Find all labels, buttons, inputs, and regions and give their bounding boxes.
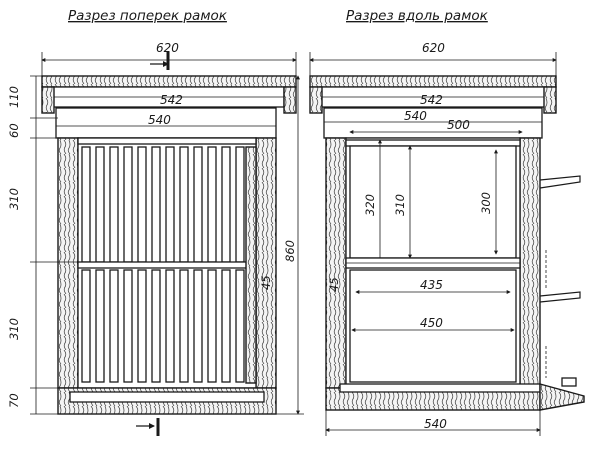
upper-frame-top xyxy=(345,139,521,147)
dim-right-roof-width: 542 xyxy=(420,93,443,107)
dim-right-mid-width: 435 xyxy=(420,278,443,292)
mid-entrance-board xyxy=(539,291,581,303)
dim-right-frame-320: 320 xyxy=(363,194,377,216)
landing-board xyxy=(539,383,585,411)
under-roof-left xyxy=(55,107,277,139)
under-roof-right xyxy=(323,107,543,139)
bottom-inner-left xyxy=(69,391,265,403)
cornice-right-b xyxy=(543,86,557,114)
dim-right-inner-width: 540 xyxy=(404,109,427,123)
body-wall-right-b xyxy=(519,137,541,389)
cornice-right-a xyxy=(309,86,323,114)
dim-left-side-wall: 45 xyxy=(259,275,273,290)
dim-left-overall-width: 620 xyxy=(156,41,179,55)
dim-right-bottom-width: 540 xyxy=(424,417,447,431)
bottom-inner-right xyxy=(339,383,541,393)
title-left: Разрез поперек рамок xyxy=(68,8,228,24)
top-bar-left xyxy=(77,137,257,145)
lower-frame xyxy=(349,269,517,383)
dim-left-inner-width: 540 xyxy=(148,113,171,127)
cornice-left-b xyxy=(283,86,297,114)
dim-right-frame-300: 300 xyxy=(479,192,493,214)
dim-left-h-110: 110 xyxy=(7,86,21,108)
upper-frame xyxy=(349,145,517,259)
entrance-plug xyxy=(561,377,577,387)
body-wall-left-a xyxy=(57,137,79,389)
right-section-view: 620 542 540 500 320 310 300 435 450 45 xyxy=(309,41,585,436)
dim-left-h-70: 70 xyxy=(7,393,21,408)
dim-left-roof-width: 542 xyxy=(160,93,183,107)
body-wall-left-b xyxy=(255,137,277,389)
insert-board-left xyxy=(245,146,257,384)
dim-right-frame-width: 500 xyxy=(447,118,470,132)
body-wall-right-a xyxy=(325,137,347,389)
dim-right-frame-310: 310 xyxy=(393,194,407,216)
dim-left-overall-height: 860 xyxy=(283,240,297,262)
title-right: Разрез вдоль рамок xyxy=(346,8,489,24)
roof-board-left xyxy=(41,75,297,88)
frames-lower xyxy=(81,269,245,383)
mid-bar-left xyxy=(77,261,257,269)
dim-right-lower-width: 450 xyxy=(420,316,443,330)
left-section-view: 620 542 540 xyxy=(7,41,304,436)
roof-board-right xyxy=(309,75,557,88)
dim-right-overall-width: 620 xyxy=(422,41,445,55)
upper-entrance-board xyxy=(539,175,581,189)
cornice-left-a xyxy=(41,86,55,114)
dim-left-h-310-a: 310 xyxy=(7,188,21,210)
frames-upper xyxy=(81,146,245,263)
dim-left-h-60: 60 xyxy=(7,123,21,138)
dim-left-h-310-b: 310 xyxy=(7,318,21,340)
dim-right-side-wall: 45 xyxy=(327,277,341,292)
